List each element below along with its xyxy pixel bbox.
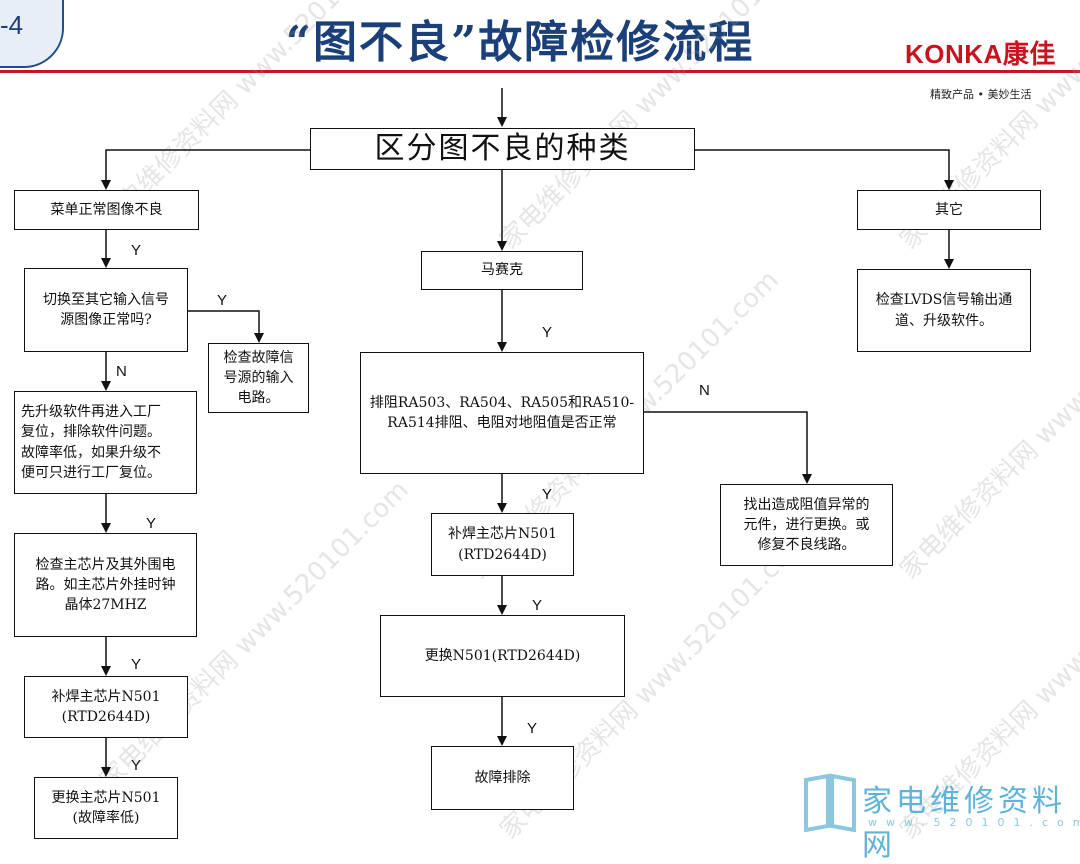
middle-no-result-node: 找出造成阻值异常的 元件，进行更换。或 修复不良线路。 [720,484,893,566]
page-title: “图不良”故障检修流程 [285,17,755,68]
site-watermark: 家电维修资料网 www.520101.com [802,770,1080,863]
page-tab [0,0,64,68]
site-url: www.520101.com [868,816,1080,829]
left-step1-node: 先升级软件再进入工厂 复位，排除软件问题。 故障率低，如果升级不 便可只进行工厂… [14,391,197,494]
yes-label: Y [131,757,142,774]
right-action-node: 检查LVDS信号输出通 道、升级软件。 [857,269,1031,352]
no-label: N [699,382,710,399]
root-node: 区分图不良的种类 [310,128,695,170]
yes-label: Y [217,292,228,309]
middle-category-node: 马赛克 [421,251,583,290]
konka-logo: KONKA康佳 [905,39,1056,69]
left-category-node: 菜单正常图像不良 [14,190,199,230]
no-label: N [116,363,127,380]
middle-step2-node: 更换N501(RTD2644D) [380,615,625,697]
yes-label: Y [542,486,553,503]
right-category-node: 其它 [857,190,1041,230]
page-number: -4 [0,10,24,40]
yes-label: Y [542,324,553,341]
yes-label: Y [131,242,142,259]
header-divider [0,70,1080,73]
left-step2-node: 检查主芯片及其外围电 路。如主芯片外挂时钟 晶体27MHZ [14,533,197,637]
middle-step3-node: 故障排除 [431,746,574,810]
yes-label: Y [527,720,538,737]
left-step4-node: 更换主芯片N501 (故障率低) [34,777,178,839]
book-icon [804,773,856,832]
left-step3-node: 补焊主芯片N501 (RTD2644D) [24,676,188,738]
yes-label: Y [131,656,142,673]
left-yes-result-node: 检查故障信 号源的输入 电路。 [208,343,309,413]
left-question-node: 切换至其它输入信号 源图像正常吗? [24,268,188,352]
yes-label: Y [146,515,157,532]
yes-label: Y [532,597,543,614]
middle-step1-node: 补焊主芯片N501 (RTD2644D) [431,513,574,576]
site-name: 家电维修资料网 [862,784,1066,863]
middle-question-node: 排阻RA503、RA504、RA505和RA510- RA514排阻、电阻对地阻… [360,352,644,474]
slogan: 精致产品 • 美妙生活 [930,88,1032,101]
